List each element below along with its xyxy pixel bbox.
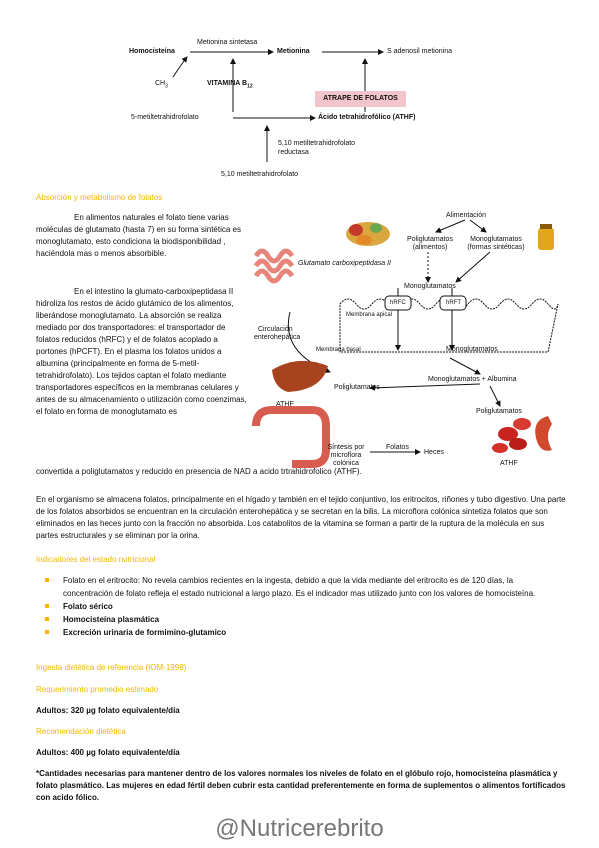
- absorption-diagram-graphics: [252, 219, 559, 468]
- list-item-text: Folato sérico: [63, 602, 113, 611]
- metionina-label: Metionina: [277, 48, 310, 55]
- list-item: Homocisteína plasmática: [45, 613, 565, 626]
- paragraph-3: En el organismo se almacena folatos, pri…: [36, 494, 566, 542]
- section-ingesta: Ingesta dietética de referencia (IOM-199…: [36, 663, 187, 672]
- section-absorcion: Absorción y metabolismo de folatos: [36, 193, 163, 202]
- circulacion-line1: Circulación: [258, 326, 293, 333]
- indicator-list: Folato en el eritrocito: No revela cambi…: [45, 574, 565, 639]
- reductasa-line1: 5,10 metiltetrahidrofolato: [278, 140, 356, 147]
- section-requerimiento: Requerimiento promedio estimado: [36, 685, 159, 694]
- paragraph-2-tail: convertida a poliglutamatos y reducido e…: [36, 466, 456, 478]
- sintesis-line3: colónica: [333, 460, 359, 467]
- hrft-label: hRFT: [446, 300, 461, 306]
- monoglutamatos-sinteticas-line1: Monoglutamatos: [470, 236, 522, 243]
- hrfc-label: hRFC: [390, 300, 406, 306]
- supplement-bottle-icon: [538, 224, 554, 250]
- folate-cycle-arrows: [172, 49, 384, 162]
- ch3-label: CH3: [155, 80, 168, 90]
- folate-absorption-diagram: Alimentación Poliglutamatos (alimentos) …: [250, 212, 566, 474]
- atrape-de-folatos-box: ATRAPE DE FOLATOS: [315, 91, 406, 107]
- atrape-label: ATRAPE DE FOLATOS: [323, 95, 398, 102]
- paragraph-2-tail-text: convertida a poliglutamatos y reducido e…: [36, 467, 362, 476]
- s-adenosil-label: S adenosil metionina: [387, 48, 452, 55]
- kidney-icon: [535, 416, 552, 451]
- bullet-icon: [45, 617, 49, 621]
- watermark: @Nutricerebrito: [215, 815, 384, 842]
- vitamina-b12-label: VITAMINA B12: [207, 80, 253, 90]
- sintesis-line1: Síntesis por: [327, 444, 365, 451]
- section-recomendacion: Recomendación dietética: [36, 727, 126, 736]
- poliglutamatos-rbc-label: Poliglutamatos: [476, 408, 522, 415]
- list-item: Folato sérico: [45, 600, 565, 613]
- small-intestine-icon: [253, 248, 295, 284]
- folate-cycle-diagram: Homocisteína Metionina sintetasa Metioni…: [125, 32, 475, 182]
- membrana-basal-label: Membrana basal: [316, 347, 361, 353]
- liver-icon: [272, 360, 328, 392]
- athf-rbc-label: ATHF: [500, 460, 518, 467]
- paragraph-2-text: En el intestino la glumato-carboxipeptid…: [36, 287, 247, 416]
- heces-label: Heces: [424, 449, 444, 456]
- homocisteina-label: Homocisteína: [129, 48, 175, 55]
- list-item-text: Folato en el eritrocito: No revela cambi…: [63, 576, 536, 598]
- footnote-text: *Cantidades necesarias para mantener den…: [36, 769, 566, 802]
- circulacion-line2: enterohepática: [254, 334, 301, 341]
- bullet-icon: [45, 604, 49, 608]
- metionina-sintetasa-label: Metionina sintetasa: [197, 39, 258, 46]
- athf-liver-label: ATHF: [276, 401, 294, 408]
- monoglutamatos-2-label: Monoglutamatos: [446, 346, 498, 353]
- footnote: *Cantidades necesarias para mantener den…: [36, 768, 566, 804]
- list-item-text: Homocisteína plasmática: [63, 615, 160, 624]
- bottom-metil-label: 5,10 metiltetrahidrofolato: [221, 171, 299, 178]
- adultos-recomendacion: Adultos: 400 µg folato equivalente/día: [36, 748, 180, 757]
- folatos-label: Folatos: [386, 444, 409, 451]
- monoglutamatos-label: Monoglutamatos: [404, 283, 456, 290]
- paragraph-1-text: En alimentos naturales el folato tiene v…: [36, 213, 241, 258]
- membrana-apical-label: Membrana apical: [346, 312, 393, 318]
- paragraph-1: En alimentos naturales el folato tiene v…: [36, 212, 248, 260]
- list-item: Folato en el eritrocito: No revela cambi…: [45, 574, 565, 600]
- alimentacion-label: Alimentación: [446, 212, 487, 219]
- colon-icon: [252, 406, 330, 468]
- list-item-text: Excreción urinaria de formimino-glutamic…: [63, 628, 227, 637]
- paragraph-3-text: En el organismo se almacena folatos, pri…: [36, 495, 566, 540]
- red-blood-cells-icon: [492, 418, 531, 453]
- metil-left-label: 5-metiltetrahidrofolato: [131, 114, 199, 121]
- monoglutamatos-albumina-label: Monoglutamatos + Albumina: [428, 376, 517, 383]
- poliglutamatos-alimentos-line2: (alimentos): [412, 244, 448, 251]
- adultos-requerimiento: Adultos: 320 µg folato equivalente/día: [36, 706, 180, 715]
- hrft-transporter: [439, 295, 467, 311]
- sintesis-line2: microflora: [330, 452, 362, 459]
- section-indicadores: Indicadores del estado nutricional: [36, 555, 156, 564]
- list-item: Excreción urinaria de formimino-glutamic…: [45, 626, 565, 639]
- bullet-icon: [45, 578, 49, 582]
- poliglutamatos-alimentos-line1: Poliglutamatos: [407, 236, 453, 243]
- bullet-icon: [45, 630, 49, 634]
- monoglutamatos-sinteticas-line2: (formas sintéticas): [467, 244, 525, 251]
- poliglutamatos-liver-label: Poliglutamatos: [334, 384, 380, 391]
- athf-label: Ácido tetrahidrofólico (ATHF): [318, 114, 416, 121]
- food-icon: [346, 222, 390, 246]
- glutamato-label: Glutamato carboxipeptidasa II: [298, 260, 391, 267]
- reductasa-line2: reductasa: [278, 149, 309, 156]
- paragraph-2: En el intestino la glumato-carboxipeptid…: [36, 286, 248, 418]
